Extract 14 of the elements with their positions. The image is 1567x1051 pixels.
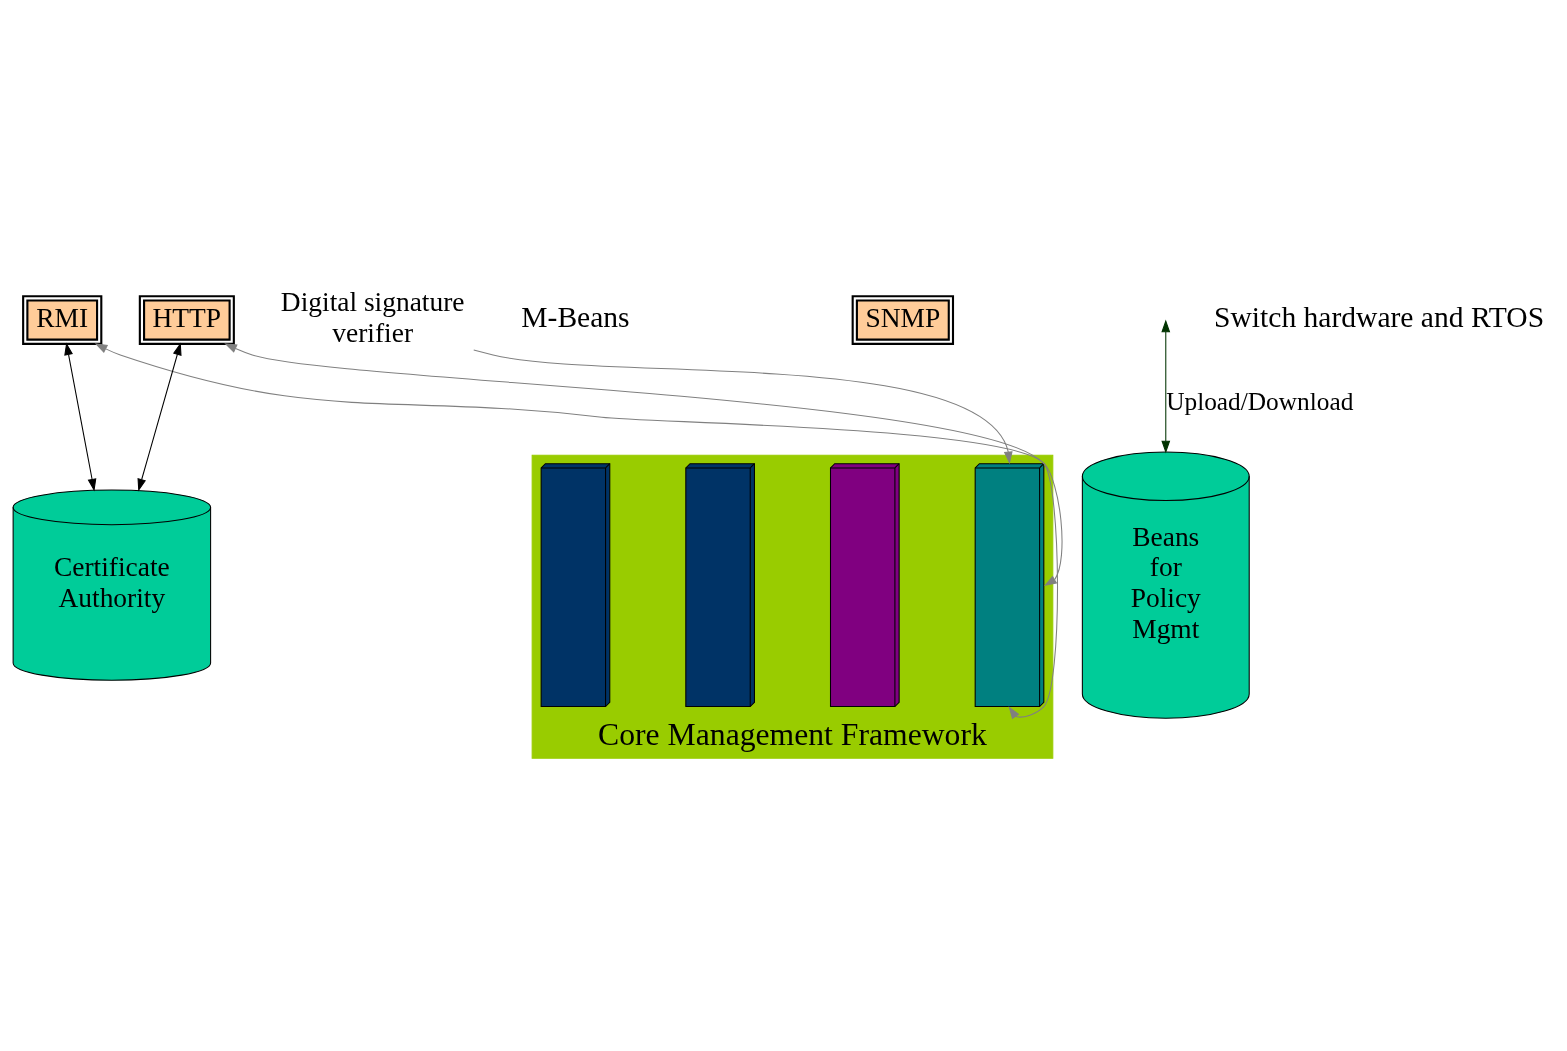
- edge-label: Upload/Download: [1166, 386, 1354, 415]
- node-box: HTTP: [138, 294, 235, 345]
- arrow: [224, 342, 1059, 719]
- label: M-Beans: [521, 300, 630, 333]
- arrow: [64, 341, 97, 491]
- arrow: [1161, 319, 1171, 453]
- arrow: [473, 349, 1013, 464]
- cluster: Core Management Framework: [531, 454, 1054, 759]
- arrow: [137, 341, 182, 491]
- arrow: [94, 342, 1063, 586]
- node-box: RMI: [22, 294, 103, 345]
- label: Switch hardware and RTOS: [1214, 300, 1545, 333]
- node-box: SNMP: [851, 294, 955, 345]
- node-text: Digital signature verifier: [280, 286, 465, 348]
